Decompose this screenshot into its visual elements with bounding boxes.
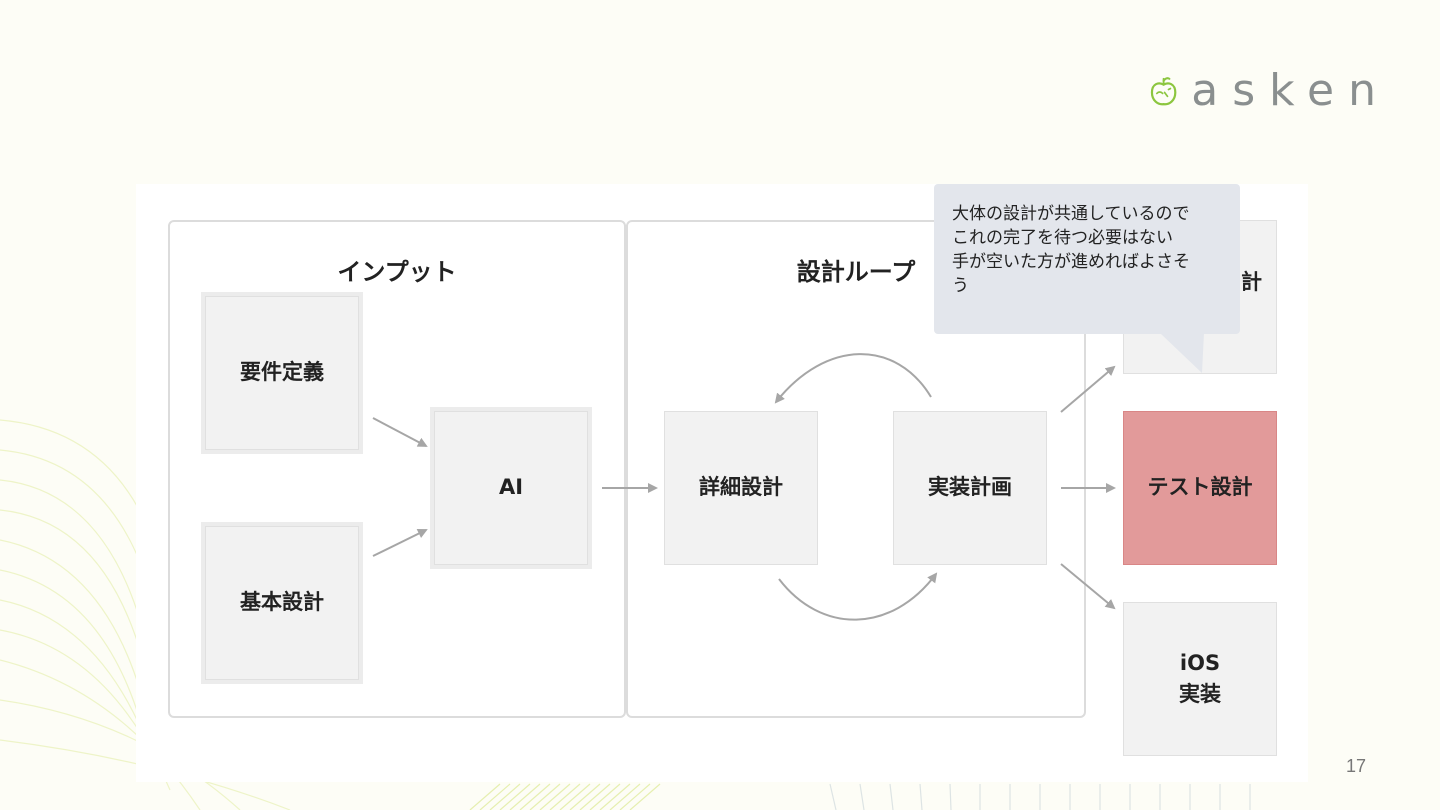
- callout-line-4: う: [952, 276, 969, 296]
- test-design-node: テスト設計: [1123, 411, 1277, 565]
- callout-tail: [1160, 333, 1204, 373]
- input-group-title: インプット: [337, 258, 457, 286]
- ios-implementation-label-line1: iOS: [1179, 650, 1221, 675]
- requirements-node: 要件定義: [201, 292, 363, 454]
- basic-design-label: 基本設計: [240, 590, 324, 615]
- callout-line-1: 大体の設計が共通しているので: [952, 204, 1190, 224]
- basic-design-node: 基本設計: [201, 522, 363, 684]
- implementation-plan-node: 実装計画: [893, 411, 1047, 565]
- ios-implementation-node: iOS 実装: [1123, 602, 1277, 756]
- test-design-label: テスト設計: [1147, 475, 1253, 500]
- logo-text: asken: [1191, 65, 1390, 116]
- callout-line-3: 手が空いた方が進めればよさそ: [952, 252, 1190, 272]
- ios-implementation-label-line2: 実装: [1179, 682, 1221, 706]
- implementation-plan-label: 実装計画: [928, 475, 1012, 500]
- ai-label: AI: [498, 475, 524, 500]
- asken-logo: asken: [1150, 58, 1390, 124]
- apple-logo-icon: [1150, 77, 1177, 106]
- comment-callout: 大体の設計が共通しているので これの完了を待つ必要はない 手が空いた方が進めれば…: [934, 184, 1240, 334]
- top-right-node-label: 計: [1241, 270, 1262, 294]
- requirements-label: 要件定義: [240, 360, 324, 385]
- callout-line-2: これの完了を待つ必要はない: [952, 228, 1173, 248]
- detailed-design-node: 詳細設計: [664, 411, 818, 565]
- ai-node: AI: [430, 407, 592, 569]
- page-number: 17: [1346, 756, 1367, 776]
- design-loop-group-title: 設計ループ: [796, 258, 916, 286]
- detailed-design-label: 詳細設計: [699, 475, 783, 500]
